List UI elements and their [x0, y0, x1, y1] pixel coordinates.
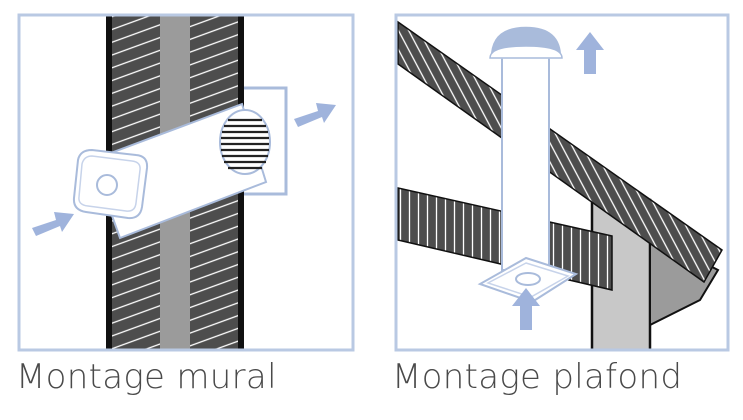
roof-slope: [397, 20, 723, 284]
outlet-grille: [219, 109, 271, 175]
ceiling-mount-panel: [396, 15, 728, 350]
fan-unit: [72, 148, 149, 220]
wall-mount-frame: [17, 13, 355, 352]
wall-mount-panel: [19, 15, 353, 350]
airflow-in-arrow: [32, 212, 74, 236]
outlet-box: [244, 86, 288, 196]
intake-up-arrow: [512, 288, 540, 330]
ceiling-mount-frame: [394, 13, 730, 352]
airflow-out-arrow: [294, 103, 336, 127]
ceiling-mount-caption: Montage plafond: [392, 357, 683, 397]
vertical-duct: [501, 51, 550, 271]
wall-mount-caption: Montage mural: [16, 357, 277, 397]
exhaust-up-arrow: [576, 32, 604, 74]
